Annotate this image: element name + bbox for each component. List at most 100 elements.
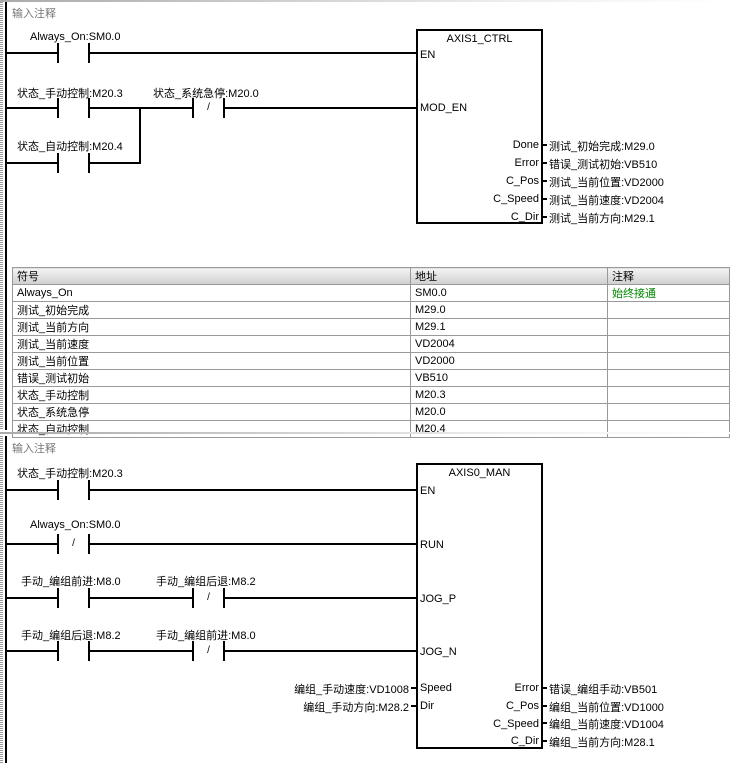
network1-comment[interactable]: 输入注释 (12, 8, 56, 20)
no-contact-always-on[interactable] (57, 43, 90, 63)
table-header-row: 符号 地址 注释 (12, 267, 730, 285)
wire (6, 489, 57, 491)
cell-comment[interactable] (607, 403, 730, 421)
pin-tick (542, 216, 547, 218)
input-dir-value[interactable]: 编组_手动方向:M28.2 (303, 702, 409, 714)
contact-label: 状态_手动控制:M20.3 (17, 468, 123, 480)
wire (89, 650, 192, 652)
cell-comment[interactable] (607, 352, 730, 370)
cell-symbol[interactable]: 测试_当前位置 (12, 352, 411, 370)
cell-comment[interactable] (607, 335, 730, 353)
header-comment[interactable]: 注释 (607, 267, 730, 285)
pin-en: EN (420, 485, 436, 497)
header-address[interactable]: 地址 (410, 267, 608, 285)
power-rail (5, 436, 7, 763)
cell-comment[interactable] (607, 369, 730, 387)
nc-slash-icon: / (207, 102, 210, 113)
cell-symbol[interactable]: Always_On (12, 284, 411, 302)
nc-contact-forward[interactable]: / (192, 641, 225, 661)
branch-wire (139, 107, 141, 164)
pin-done: Done (512, 139, 539, 151)
pin-mod-en: MOD_EN (420, 102, 468, 114)
cell-symbol[interactable]: 测试_当前速度 (12, 335, 411, 353)
output-c-speed-value[interactable]: 测试_当前速度:VD2004 (549, 195, 664, 207)
output-c-dir-value[interactable]: 测试_当前方向:M29.1 (549, 213, 655, 225)
cell-symbol[interactable]: 状态_系统急停 (12, 403, 411, 421)
output-error-value[interactable]: 错误_测试初始:VB510 (549, 159, 658, 171)
nc-contact-estop[interactable]: / (192, 98, 225, 118)
axis1-ctrl-block[interactable]: AXIS1_CTRL EN MOD_EN Done Error C_Pos C_… (416, 29, 543, 224)
wire (89, 597, 192, 599)
wire (89, 489, 416, 491)
cell-address[interactable]: VD2000 (410, 352, 608, 370)
contact-label: Always_On:SM0.0 (30, 31, 121, 43)
output-c-pos-value[interactable]: 编组_当前位置:VD1000 (549, 702, 664, 714)
network1-gutter[interactable] (0, 2, 3, 430)
wire (6, 162, 57, 164)
cell-comment[interactable] (607, 301, 730, 319)
wire (6, 650, 57, 652)
cell-address[interactable]: M29.0 (410, 301, 608, 319)
output-done-value[interactable]: 测试_初始完成:M29.0 (549, 141, 655, 153)
cell-comment[interactable] (607, 386, 730, 404)
no-contact-manual[interactable] (57, 480, 90, 500)
pin-c-speed: C_Speed (493, 193, 539, 205)
cell-symbol[interactable]: 测试_初始完成 (12, 301, 411, 319)
no-contact-backward[interactable] (57, 641, 90, 661)
pin-tick (542, 722, 547, 724)
cell-address[interactable]: M20.0 (410, 403, 608, 421)
pin-c-speed: C_Speed (493, 718, 539, 730)
cell-symbol[interactable]: 状态_自动控制 (12, 420, 411, 438)
block-title: AXIS1_CTRL (446, 33, 513, 45)
contact-label: 手动_编组后退:M8.2 (21, 630, 121, 642)
cell-address[interactable]: VB510 (410, 369, 608, 387)
header-symbol[interactable]: 符号 (12, 267, 411, 285)
cell-address[interactable]: VD2004 (410, 335, 608, 353)
no-contact-forward[interactable] (57, 588, 90, 608)
cell-address[interactable]: SM0.0 (410, 284, 608, 302)
cell-symbol[interactable]: 状态_手动控制 (12, 386, 411, 404)
cell-symbol[interactable]: 测试_当前方向 (12, 318, 411, 336)
wire (6, 597, 57, 599)
cell-address[interactable]: M20.3 (410, 386, 608, 404)
output-c-speed-value[interactable]: 编组_当前速度:VD1004 (549, 719, 664, 731)
cell-address[interactable]: M29.1 (410, 318, 608, 336)
network2-gutter[interactable] (0, 436, 3, 763)
pin-c-dir: C_Dir (510, 735, 539, 747)
cell-comment[interactable] (607, 318, 730, 336)
contact-label: Always_On:SM0.0 (30, 519, 121, 531)
output-error-value[interactable]: 错误_编组手动:VB501 (549, 684, 658, 696)
no-contact-auto[interactable] (57, 153, 90, 173)
contact-label: 手动_编组前进:M8.0 (21, 576, 121, 588)
nc-contact-always-on[interactable]: / (57, 534, 90, 554)
pin-tick (542, 740, 547, 742)
pin-tick (542, 144, 547, 146)
contact-label: 状态_手动控制:M20.3 (17, 88, 123, 100)
pin-tick (542, 198, 547, 200)
network2-comment[interactable]: 输入注释 (12, 443, 56, 455)
output-c-dir-value[interactable]: 编组_当前方向:M28.1 (549, 737, 655, 749)
nc-slash-icon: / (207, 645, 210, 656)
cell-comment[interactable]: 始终接通 (607, 284, 730, 302)
output-c-pos-value[interactable]: 测试_当前位置:VD2000 (549, 177, 664, 189)
cell-address[interactable]: M20.4 (410, 420, 608, 438)
axis0-man-block[interactable]: AXIS0_MAN EN RUN JOG_P JOG_N Speed Dir E… (416, 463, 543, 749)
cell-comment[interactable] (607, 420, 730, 438)
wire (224, 650, 416, 652)
pin-speed: Speed (420, 682, 452, 694)
nc-contact-backward[interactable]: / (192, 588, 225, 608)
wire (89, 52, 416, 54)
no-contact-manual[interactable] (57, 98, 90, 118)
cell-symbol[interactable]: 错误_测试初始 (12, 369, 411, 387)
input-speed-value[interactable]: 编组_手动速度:VD1008 (294, 684, 409, 696)
